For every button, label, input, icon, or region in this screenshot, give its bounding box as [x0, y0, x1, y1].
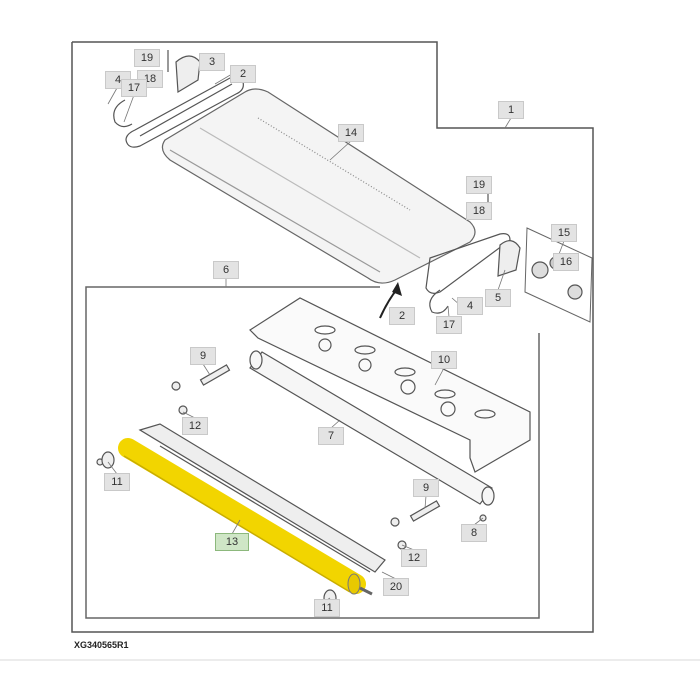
callout-8: 8	[461, 524, 487, 542]
callout-2: 2	[230, 65, 256, 83]
belt	[161, 88, 476, 284]
callout-11: 11	[314, 599, 340, 617]
divider	[0, 659, 700, 661]
callout-1: 1	[498, 101, 524, 119]
callout-10: 10	[431, 351, 457, 369]
callout-4: 4	[457, 297, 483, 315]
callout-14: 14	[338, 124, 364, 142]
arrow-head	[392, 282, 402, 296]
callout-11: 11	[104, 473, 130, 491]
callout-16: 16	[553, 253, 579, 271]
callout-6: 6	[213, 261, 239, 279]
figure-id: XG340565R1	[74, 640, 129, 650]
frame-plate	[249, 297, 531, 473]
callout-20: 20	[383, 578, 409, 596]
callout-17: 17	[436, 316, 462, 334]
callout-7: 7	[318, 427, 344, 445]
callout-3: 3	[199, 53, 225, 71]
callout-19: 19	[134, 49, 160, 67]
assembly-frame-6	[85, 286, 540, 619]
callout-18: 18	[466, 202, 492, 220]
assembly-frame-1	[71, 41, 594, 633]
callout-13-highlighted[interactable]: 13	[215, 533, 249, 551]
detail-box-15-16	[524, 227, 593, 323]
callout-5: 5	[485, 289, 511, 307]
roller-13-highlighted	[118, 438, 373, 596]
callout-12: 12	[401, 549, 427, 567]
callout-2: 2	[389, 307, 415, 325]
callout-15: 15	[551, 224, 577, 242]
callout-9: 9	[413, 479, 439, 497]
callout-17: 17	[121, 79, 147, 97]
roller-7	[249, 350, 495, 506]
callout-9: 9	[190, 347, 216, 365]
callout-12: 12	[182, 417, 208, 435]
callout-19: 19	[466, 176, 492, 194]
